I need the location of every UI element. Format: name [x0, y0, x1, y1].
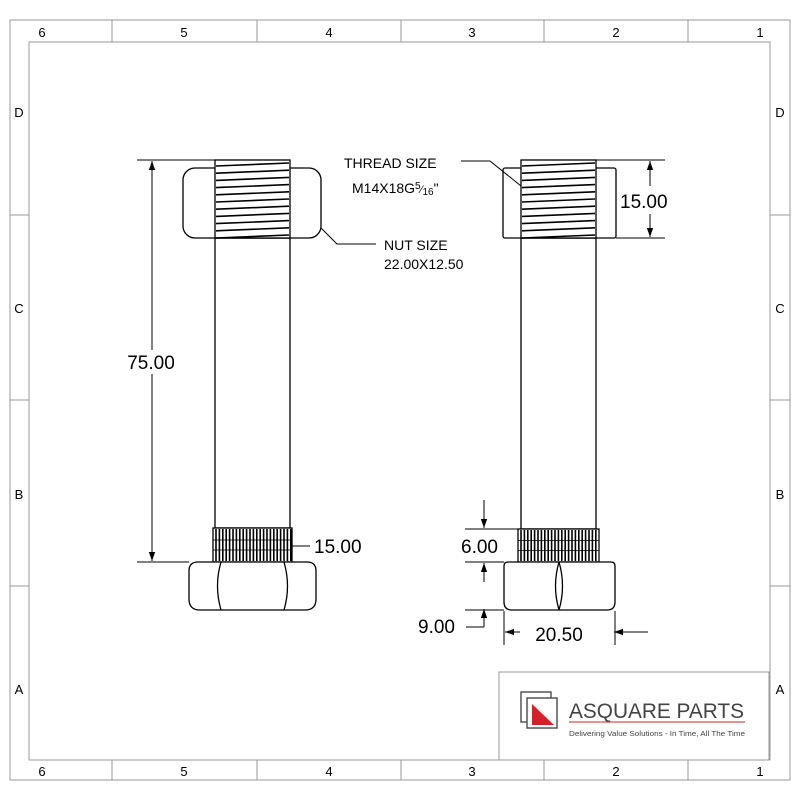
column-marker: 3 — [468, 25, 475, 40]
thread-line — [215, 191, 290, 196]
thread-line — [521, 234, 596, 239]
head-height-dimension: 9.00 — [418, 617, 455, 638]
row-marker: B — [776, 487, 785, 502]
title-block: ASQUARE PARTS Delivering Value Solutions… — [498, 671, 770, 761]
column-markers-bottom: 6 5 4 3 2 1 — [38, 764, 763, 779]
thread-inch-mark: " — [434, 180, 439, 196]
inner-border — [28, 41, 771, 761]
front-view — [182, 159, 322, 611]
column-marker: 1 — [756, 25, 763, 40]
thread-size-label: THREAD SIZE — [344, 155, 437, 171]
knurl-pattern — [518, 530, 599, 561]
column-markers-top: 6 5 4 3 2 1 — [38, 25, 763, 40]
thread-line — [521, 191, 596, 196]
thread-line — [215, 219, 290, 225]
row-marker: C — [775, 301, 784, 316]
column-marker: 5 — [180, 25, 187, 40]
nut-height-dimension: 15.00 — [620, 192, 668, 213]
company-name: ASQUARE PARTS — [569, 700, 744, 723]
column-marker: 4 — [325, 764, 332, 779]
column-marker: 3 — [468, 764, 475, 779]
row-markers-right: D C B A — [775, 105, 784, 697]
column-marker: 5 — [180, 764, 187, 779]
frame-ticks — [10, 20, 790, 780]
column-marker: 2 — [612, 25, 619, 40]
side-view — [502, 159, 617, 611]
thread-line — [521, 227, 596, 232]
row-marker: C — [14, 301, 23, 316]
length-dimension: 75.00 — [127, 353, 175, 374]
knurl-dimension: 15.00 — [314, 537, 362, 558]
thread-fraction-denominator: 16 — [422, 187, 434, 198]
thread-line — [521, 219, 596, 225]
thread-line — [215, 198, 290, 203]
column-marker: 6 — [38, 764, 45, 779]
thread-leader-line — [461, 160, 522, 187]
thread-line — [521, 176, 596, 182]
row-marker: B — [15, 487, 24, 502]
column-marker: 1 — [756, 764, 763, 779]
thread-size-text: M14X18G — [352, 180, 415, 196]
bolt-shank — [520, 237, 597, 530]
thread-size-value: M14X18G5⁄16" — [352, 180, 439, 198]
drawing-frame — [9, 19, 791, 781]
row-marker: D — [14, 105, 23, 120]
outer-border — [9, 19, 791, 781]
hex-head — [503, 561, 616, 611]
thread-line — [521, 162, 596, 167]
row-marker: A — [776, 682, 785, 697]
thread-line — [215, 183, 290, 189]
thread-line — [521, 198, 596, 203]
thread-line — [215, 212, 290, 218]
company-logo — [520, 691, 558, 729]
knurl-pattern — [213, 529, 292, 561]
hex-head — [188, 561, 317, 611]
side-dimensions — [461, 159, 665, 645]
thread-line — [215, 227, 290, 232]
row-markers-left: D C B A — [14, 105, 23, 697]
thread-line — [215, 162, 290, 167]
thread-line — [215, 176, 290, 182]
row-marker: A — [15, 682, 24, 697]
thread-line — [521, 205, 596, 210]
thread-lines — [521, 162, 596, 239]
head-width-dimension: 20.50 — [535, 625, 583, 646]
thread-line — [521, 183, 596, 189]
company-tagline: Delivering Value Solutions - In Time, Al… — [569, 731, 745, 738]
thread-line — [215, 169, 290, 174]
thread-lines — [215, 162, 290, 239]
row-marker: D — [775, 105, 784, 120]
column-marker: 2 — [612, 764, 619, 779]
column-marker: 4 — [325, 25, 332, 40]
thread-line — [215, 234, 290, 239]
nut-leader-line — [320, 227, 376, 245]
knurl-length-dimension: 6.00 — [461, 537, 498, 558]
thread-line — [215, 205, 290, 210]
logo-triangle — [532, 704, 554, 725]
nut-size-label: NUT SIZE — [384, 237, 448, 253]
thread-line — [521, 169, 596, 174]
bolt-shank — [214, 237, 291, 529]
thread-line — [521, 212, 596, 218]
dimension-label-bg — [112, 350, 190, 374]
column-marker: 6 — [38, 25, 45, 40]
nut-size-value: 22.00X12.50 — [384, 256, 464, 272]
thread-fraction-numerator: 5 — [415, 181, 421, 192]
